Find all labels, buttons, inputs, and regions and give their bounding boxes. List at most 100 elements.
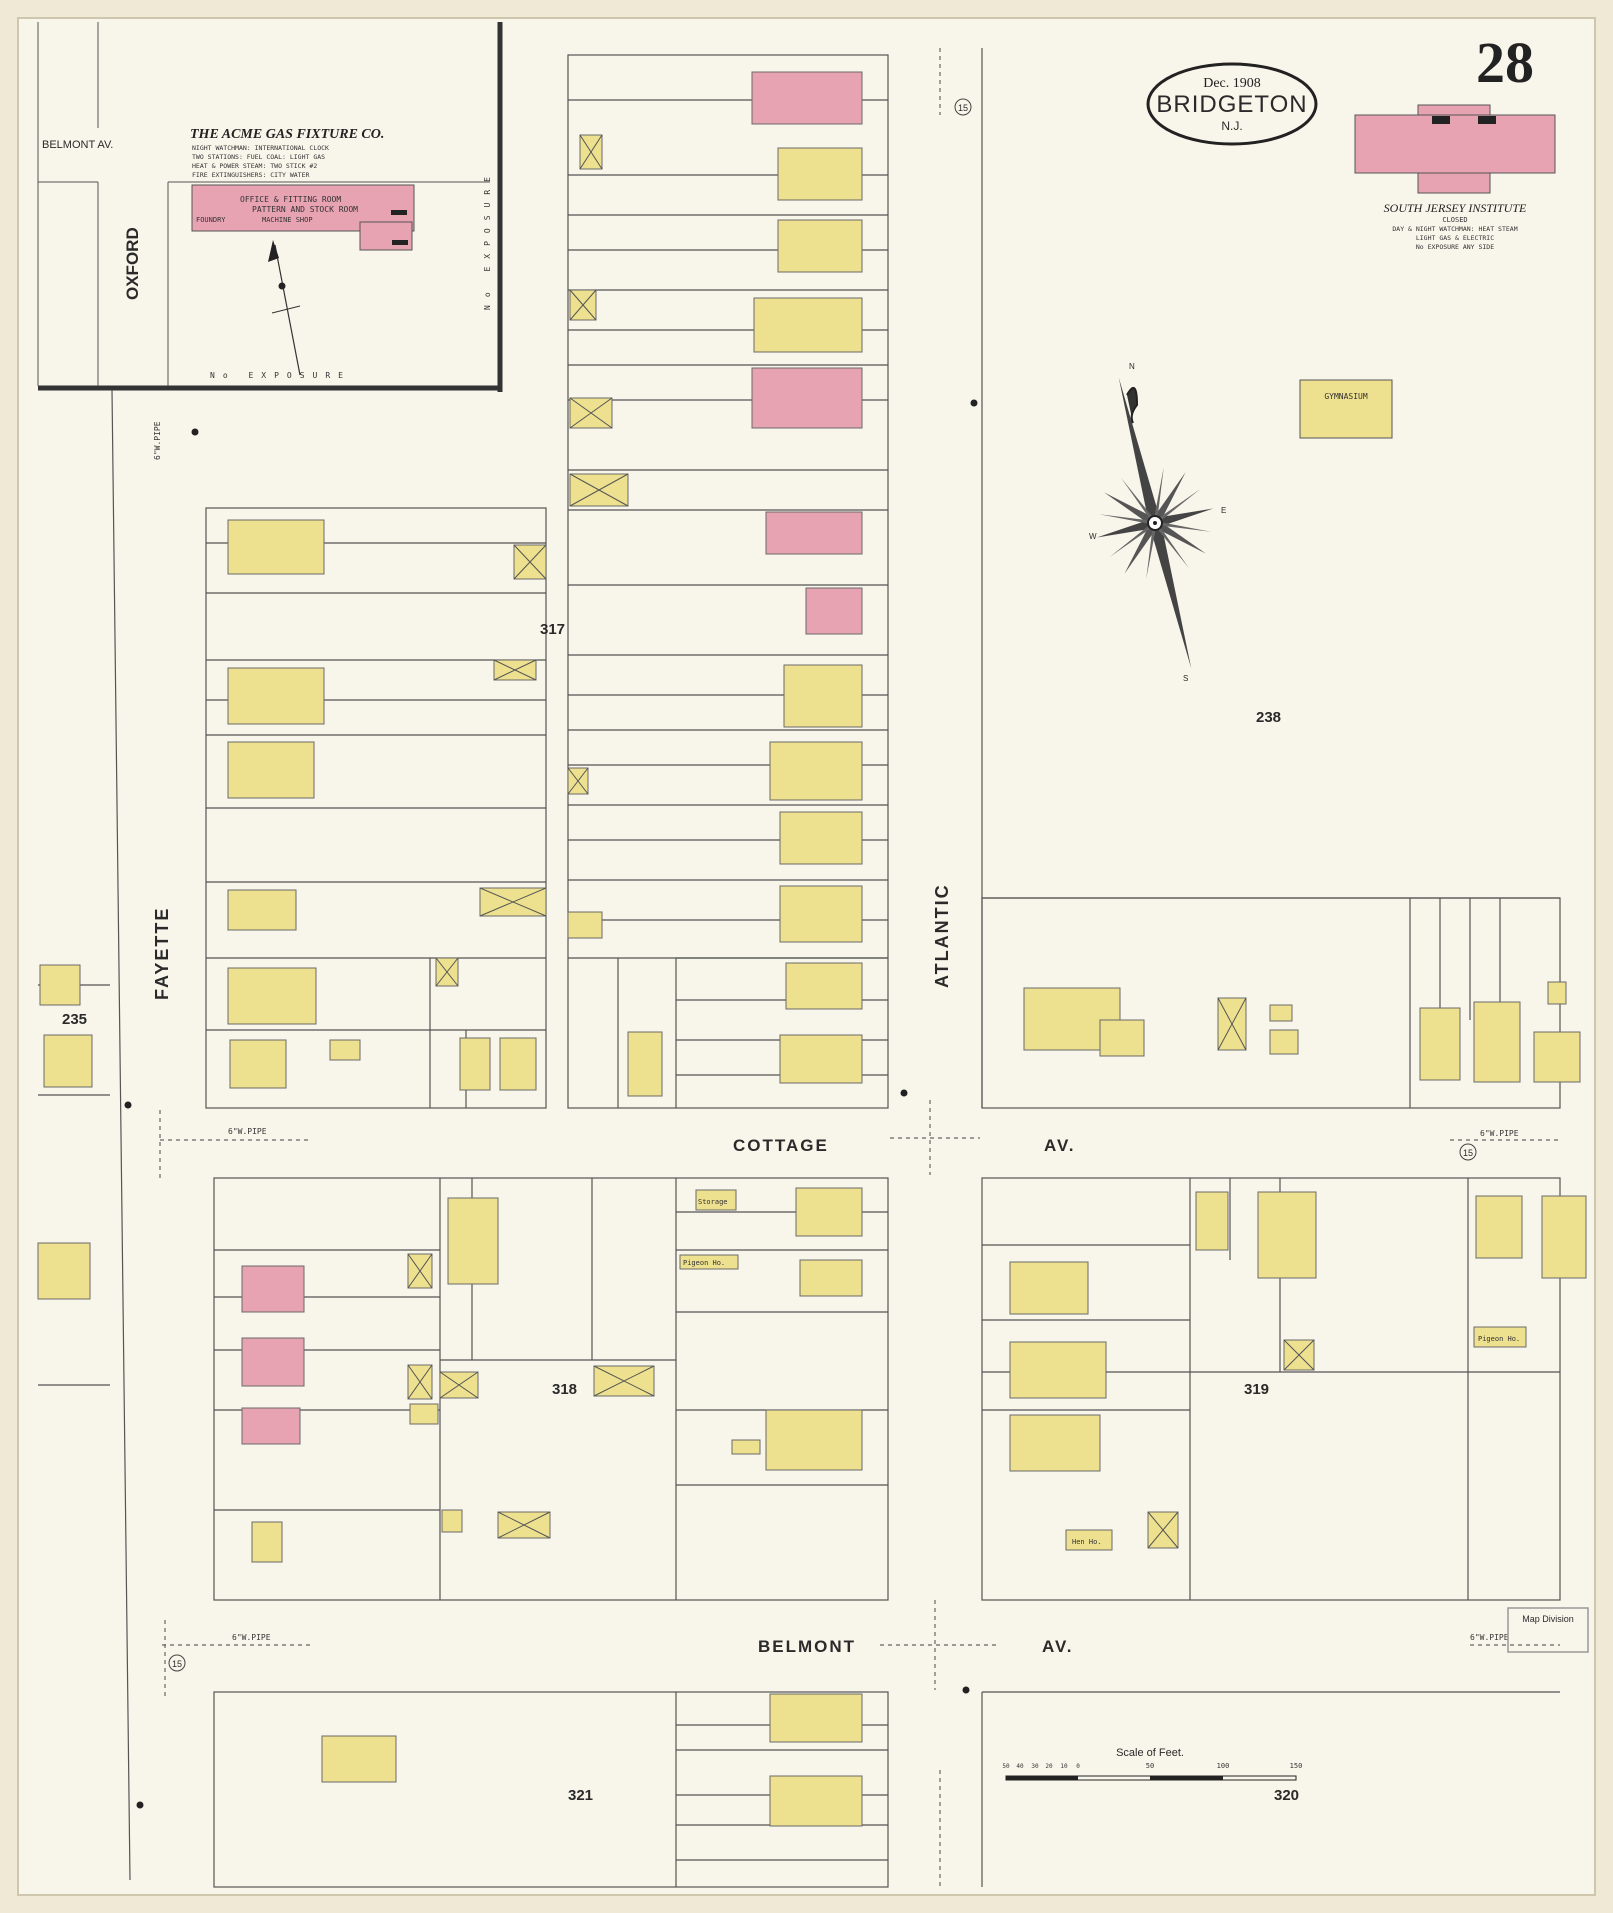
building <box>241 1407 301 1445</box>
pigeon-house-label-318: Pigeon Ho. <box>683 1259 725 1267</box>
building <box>795 1187 863 1237</box>
pipe-label-belmont-west: 6"W.PIPE <box>232 1633 271 1642</box>
building <box>227 667 325 725</box>
institute-note-3: No EXPOSURE ANY SIDE <box>1416 243 1494 251</box>
gymnasium-building <box>1299 379 1393 439</box>
inset-note-3: HEAT & POWER STEAM: TWO STICK #2 <box>192 162 317 170</box>
institute-building-group: SOUTH JERSEY INSTITUTE CLOSED DAY & NIGH… <box>1354 104 1556 251</box>
shed <box>329 1039 361 1061</box>
building <box>227 519 325 575</box>
building <box>1257 1191 1317 1279</box>
building <box>43 1034 93 1088</box>
hydrants <box>124 399 978 1809</box>
inset-note-4: FIRE EXTINGUISHERS: CITY WATER <box>192 171 309 179</box>
building <box>769 1693 863 1743</box>
block-238: 238 <box>1256 709 1281 726</box>
hydrant-number-3: 15 <box>172 1659 182 1669</box>
shed <box>499 1037 537 1091</box>
compass-w: W <box>1089 532 1097 541</box>
scale-tick-50a: 50 <box>1002 1763 1010 1770</box>
street-belmont: BELMONT <box>758 1637 856 1656</box>
gymnasium-label: GYMNASIUM <box>1324 392 1368 401</box>
map-division-stamp: Map Division <box>1507 1607 1589 1653</box>
compass-rose: N S E W <box>1089 362 1226 683</box>
street-belmont-av: AV. <box>1042 1637 1074 1656</box>
map-state: N.J. <box>1221 119 1242 133</box>
title-cartouche: Dec. 1908 BRIDGETON N.J. <box>1146 62 1318 146</box>
inset-room-office: OFFICE & FITTING ROOM <box>240 195 341 204</box>
hydrant-circles <box>168 98 1477 1672</box>
inset-room-pattern: PATTERN AND STOCK ROOM <box>252 205 358 214</box>
map-division-label: Map Division <box>1522 1614 1574 1624</box>
building <box>779 811 863 865</box>
inset-title: THE ACME GAS FIXTURE CO. <box>190 127 384 142</box>
building <box>1009 1341 1107 1399</box>
building <box>1473 1001 1521 1083</box>
building <box>769 1775 863 1827</box>
pigeon-house-label-319: Pigeon Ho. <box>1478 1335 1520 1343</box>
street-atlantic: ATLANTIC <box>932 883 952 988</box>
water-pipes <box>159 48 1560 1887</box>
scale-tick-100: 100 <box>1217 1762 1230 1770</box>
institute-note-1: DAY & NIGHT WATCHMAN: HEAT STEAM <box>1392 225 1517 233</box>
scale-tick-40: 40 <box>1016 1763 1024 1770</box>
building <box>241 1265 305 1313</box>
shed <box>627 1031 663 1097</box>
storage-building <box>695 1189 737 1211</box>
inset-room-machine: MACHINE SHOP <box>262 216 313 224</box>
building <box>251 1521 283 1563</box>
building <box>1475 1195 1523 1259</box>
building <box>227 967 317 1025</box>
building <box>751 367 863 429</box>
inset-panel: BELMONT AV. OXFORD THE ACME GAS FIXTURE … <box>37 22 503 392</box>
hen-house-label: Hen Ho. <box>1072 1538 1102 1546</box>
building <box>1009 1414 1101 1472</box>
pigeon-house <box>679 1254 739 1270</box>
inset-room-foundry: FOUNDRY <box>196 216 226 224</box>
compass-s: S <box>1183 674 1188 683</box>
block-317: 317 <box>540 621 565 638</box>
scale-tick-150: 150 <box>1290 1762 1303 1770</box>
building <box>799 1259 863 1297</box>
building <box>447 1197 499 1285</box>
shed <box>731 1439 761 1455</box>
pipe-label-cottage-west: 6"W.PIPE <box>228 1127 267 1136</box>
shed <box>409 1403 439 1425</box>
street-cottage-av: AV. <box>1044 1136 1076 1155</box>
hydrant-number-2: 15 <box>1463 1148 1473 1158</box>
building <box>777 219 863 273</box>
building <box>769 741 863 801</box>
building <box>1541 1195 1587 1279</box>
building <box>779 1034 863 1084</box>
shed <box>441 1509 463 1533</box>
scale-title: Scale of Feet. <box>1116 1747 1184 1759</box>
building <box>765 1409 863 1471</box>
scale-tick-20: 20 <box>1045 1763 1053 1770</box>
scale-tick-30: 30 <box>1031 1763 1039 1770</box>
shed <box>1269 1004 1293 1022</box>
block-321: 321 <box>568 1787 593 1804</box>
inset-street-oxford: OXFORD <box>123 227 142 300</box>
compass-n: N <box>1129 362 1135 371</box>
inset-note-1: NIGHT WATCHMAN: INTERNATIONAL CLOCK <box>192 144 329 152</box>
inset-street-belmont: BELMONT AV. <box>42 139 113 151</box>
compass-e: E <box>1221 506 1226 515</box>
map-city: BRIDGETON <box>1156 91 1307 118</box>
storage-label: Storage <box>698 1198 728 1206</box>
building <box>321 1735 397 1783</box>
building <box>765 511 863 555</box>
inset-exposure-right: No EXPOSURE <box>483 169 492 310</box>
building <box>241 1337 305 1387</box>
acme-factory-annex <box>359 221 413 251</box>
block-319: 319 <box>1244 1381 1269 1398</box>
pigeon-house <box>1473 1326 1527 1348</box>
street-cottage: COTTAGE <box>733 1136 829 1155</box>
block-235: 235 <box>62 1011 87 1028</box>
street-fayette: FAYETTE <box>152 907 172 1000</box>
shed <box>1547 981 1567 1005</box>
shed <box>1269 1029 1299 1055</box>
building <box>1099 1019 1145 1057</box>
building <box>753 297 863 353</box>
building <box>1419 1007 1461 1081</box>
